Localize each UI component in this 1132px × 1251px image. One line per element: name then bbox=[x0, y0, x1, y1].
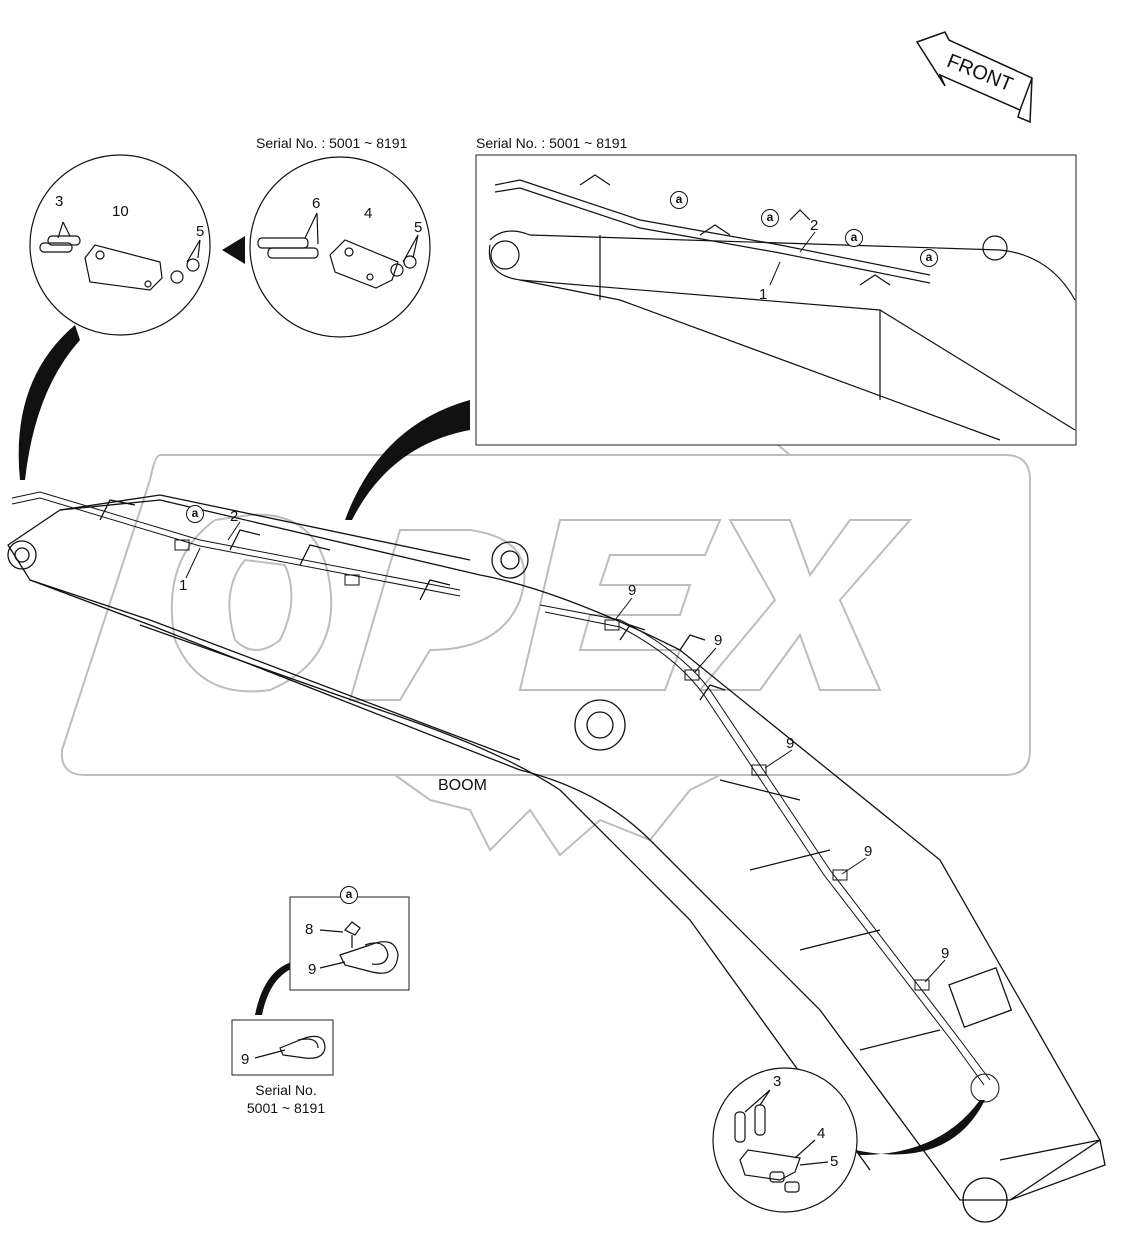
callout-a-1: a bbox=[670, 191, 688, 209]
detail-box-top-right bbox=[475, 154, 1077, 446]
clamp-detail-a bbox=[319, 921, 399, 974]
pointer-triangle bbox=[222, 236, 245, 264]
hose-line bbox=[11, 491, 1000, 1103]
serial-label-bottom-line1: Serial No. bbox=[255, 1082, 317, 1098]
part-number-6: 6 bbox=[312, 195, 321, 212]
boom-detail-top-right bbox=[488, 174, 1076, 441]
part-number-5-left: 5 bbox=[196, 223, 205, 240]
serial-label-top-right: Serial No. : 5001 ~ 8191 bbox=[476, 135, 628, 151]
part-number-8: 8 bbox=[305, 921, 314, 938]
part-number-9-d: 9 bbox=[864, 843, 873, 860]
part-number-9-e: 9 bbox=[941, 945, 950, 962]
detail-circle-bottom-right bbox=[712, 1067, 858, 1213]
callout-a-detail: a bbox=[340, 886, 358, 904]
part-number-5-middle: 5 bbox=[414, 219, 423, 236]
part-number-9-c: 9 bbox=[786, 735, 795, 752]
serial-label-top-left: Serial No. : 5001 ~ 8191 bbox=[256, 135, 408, 151]
boom-main bbox=[7, 494, 1106, 1223]
boom-label: BOOM bbox=[438, 777, 487, 794]
part-number-9-detail-bottom: 9 bbox=[241, 1051, 250, 1068]
part-number-9-b: 9 bbox=[714, 632, 723, 649]
part-number-1-box: 1 bbox=[759, 286, 768, 303]
callout-a-2: a bbox=[761, 209, 779, 227]
part-number-2-boom: 2 bbox=[230, 508, 239, 525]
leader-arc-top bbox=[345, 400, 470, 520]
detail-circle-left bbox=[29, 154, 211, 336]
part-number-3-left: 3 bbox=[55, 193, 64, 210]
leader-lines bbox=[185, 231, 946, 983]
callout-a-boom: a bbox=[186, 505, 204, 523]
part-number-2-box: 2 bbox=[810, 217, 819, 234]
part-number-3-bottom: 3 bbox=[773, 1073, 782, 1090]
leader-arc-bottom-right bbox=[855, 1100, 985, 1155]
serial-label-bottom-line2: 5001 ~ 8191 bbox=[246, 1100, 326, 1116]
detail-circle-middle bbox=[249, 156, 431, 338]
part-number-9-detail-a: 9 bbox=[308, 961, 317, 978]
callout-a-3: a bbox=[845, 229, 863, 247]
detail-box-a bbox=[289, 896, 410, 991]
callout-a-4: a bbox=[920, 249, 938, 267]
leader-arc-left bbox=[18, 325, 81, 480]
front-arrow bbox=[915, 31, 1033, 124]
part-number-4-bottom: 4 bbox=[817, 1125, 826, 1142]
part-number-10: 10 bbox=[112, 203, 129, 220]
serial-label-bottom: Serial No. 5001 ~ 8191 bbox=[226, 1081, 346, 1117]
part-number-1-boom: 1 bbox=[179, 577, 188, 594]
part-number-9-a: 9 bbox=[628, 582, 637, 599]
part-number-5-bottom: 5 bbox=[830, 1153, 839, 1170]
part-number-4-middle: 4 bbox=[364, 205, 373, 222]
clamp-detail-bottom bbox=[254, 1035, 326, 1059]
